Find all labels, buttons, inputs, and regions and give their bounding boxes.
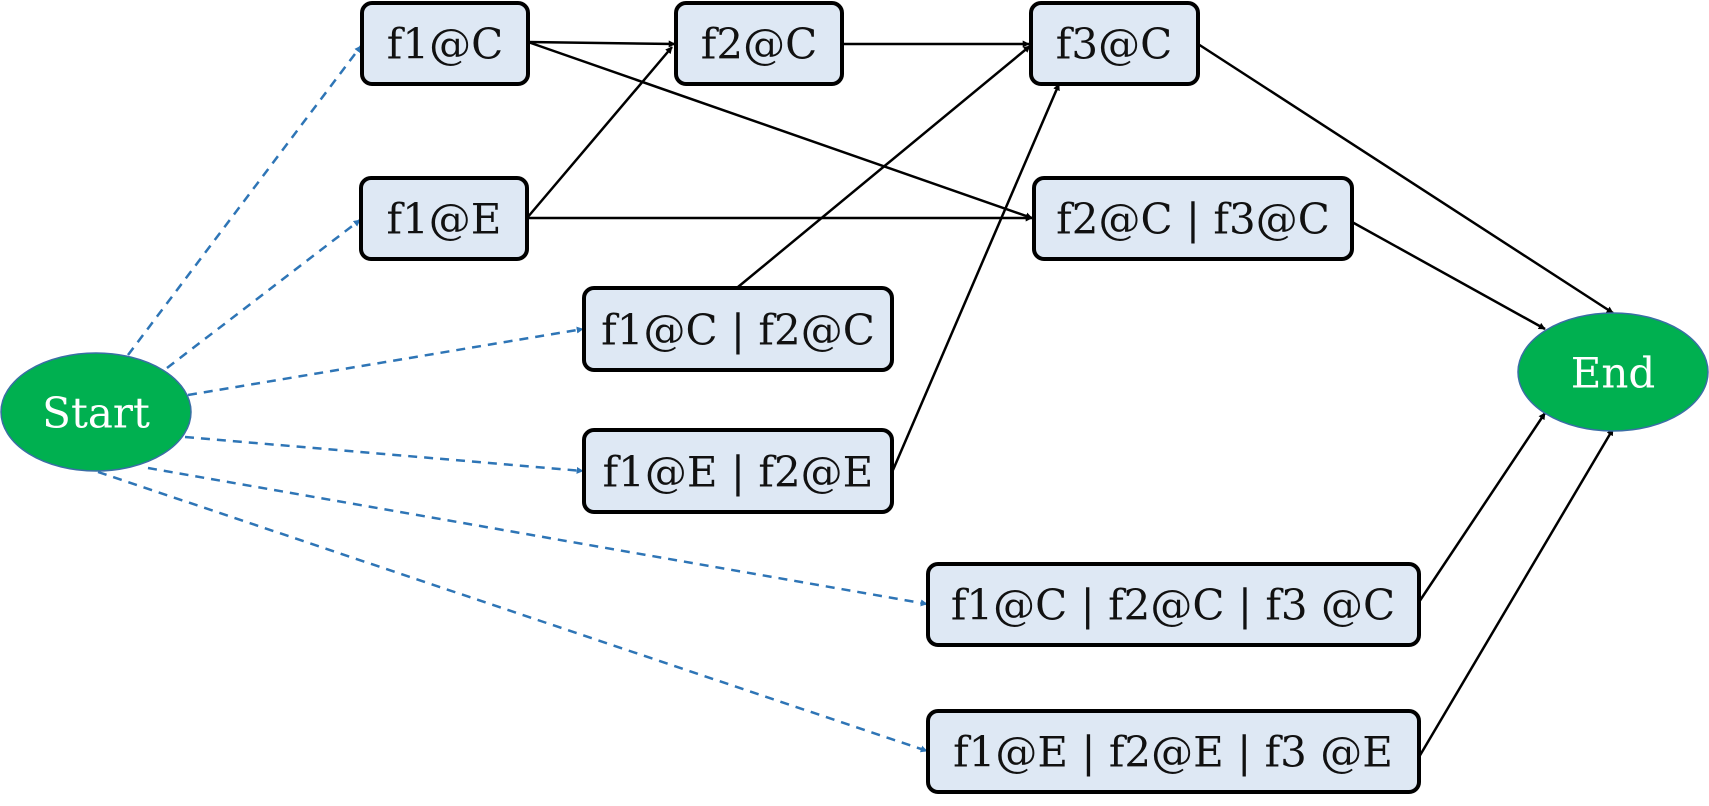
node-end: End: [1517, 312, 1709, 432]
node-start-label: Start: [42, 389, 150, 438]
edge-f3c-to-end: [1197, 42, 1614, 315]
node-f1c-label: f1@C: [387, 20, 503, 69]
node-f1e: f1@E: [359, 176, 529, 261]
edge-f1c-f2c-f3c-to-end: [1417, 412, 1547, 603]
node-start: Start: [0, 352, 192, 472]
node-f2c-f3c: f2@C | f3@C: [1032, 176, 1354, 261]
edge-start-to-f1c-f2c: [187, 326, 584, 397]
node-f1c: f1@C: [360, 1, 530, 86]
node-f3c-label: f3@C: [1056, 20, 1172, 69]
edge-f1c-to-f2c: [527, 40, 676, 48]
edge-start-to-f1c: [127, 45, 362, 356]
edge-f2c-f3c-to-end: [1351, 220, 1546, 331]
edge-f1c-to-f2c-f3c: [527, 40, 1033, 220]
node-f1e-f2e: f1@E | f2@E: [582, 428, 894, 514]
node-f1e-f2e-f3e: f1@E | f2@E | f3 @E: [926, 709, 1421, 794]
node-f1c-f2c-label: f1@C | f2@C: [601, 306, 875, 355]
node-f1c-f2c-f3c-label: f1@C | f2@C | f3 @C: [951, 581, 1395, 630]
node-f1e-f2e-label: f1@E | f2@E: [603, 448, 874, 497]
node-f1e-label: f1@E: [387, 195, 502, 244]
node-f3c: f3@C: [1029, 1, 1200, 86]
edge-f1c-f2c-to-f3c: [737, 45, 1031, 288]
edges-layer: [97, 40, 1615, 758]
node-f2c-label: f2@C: [701, 20, 817, 69]
node-f2c-f3c-label: f2@C | f3@C: [1056, 195, 1330, 244]
edge-start-to-f1c-f2c-f3c: [147, 466, 928, 607]
node-end-label: End: [1571, 349, 1656, 398]
node-f1c-f2c: f1@C | f2@C: [582, 286, 894, 372]
edge-f1e-to-f2c: [526, 46, 673, 219]
node-f1e-f2e-f3e-label: f1@E | f2@E | f3 @E: [953, 728, 1393, 777]
edge-start-to-f1e: [166, 219, 361, 369]
edge-f1e-f2e-to-f3c: [891, 83, 1061, 471]
edge-f1e-f2e-f3e-to-end: [1417, 428, 1615, 758]
node-f2c: f2@C: [674, 1, 844, 86]
edge-start-to-f1e-f2e: [184, 435, 584, 474]
edge-start-to-f1e-f2e-f3e: [97, 470, 928, 753]
node-f1c-f2c-f3c: f1@C | f2@C | f3 @C: [926, 562, 1421, 647]
